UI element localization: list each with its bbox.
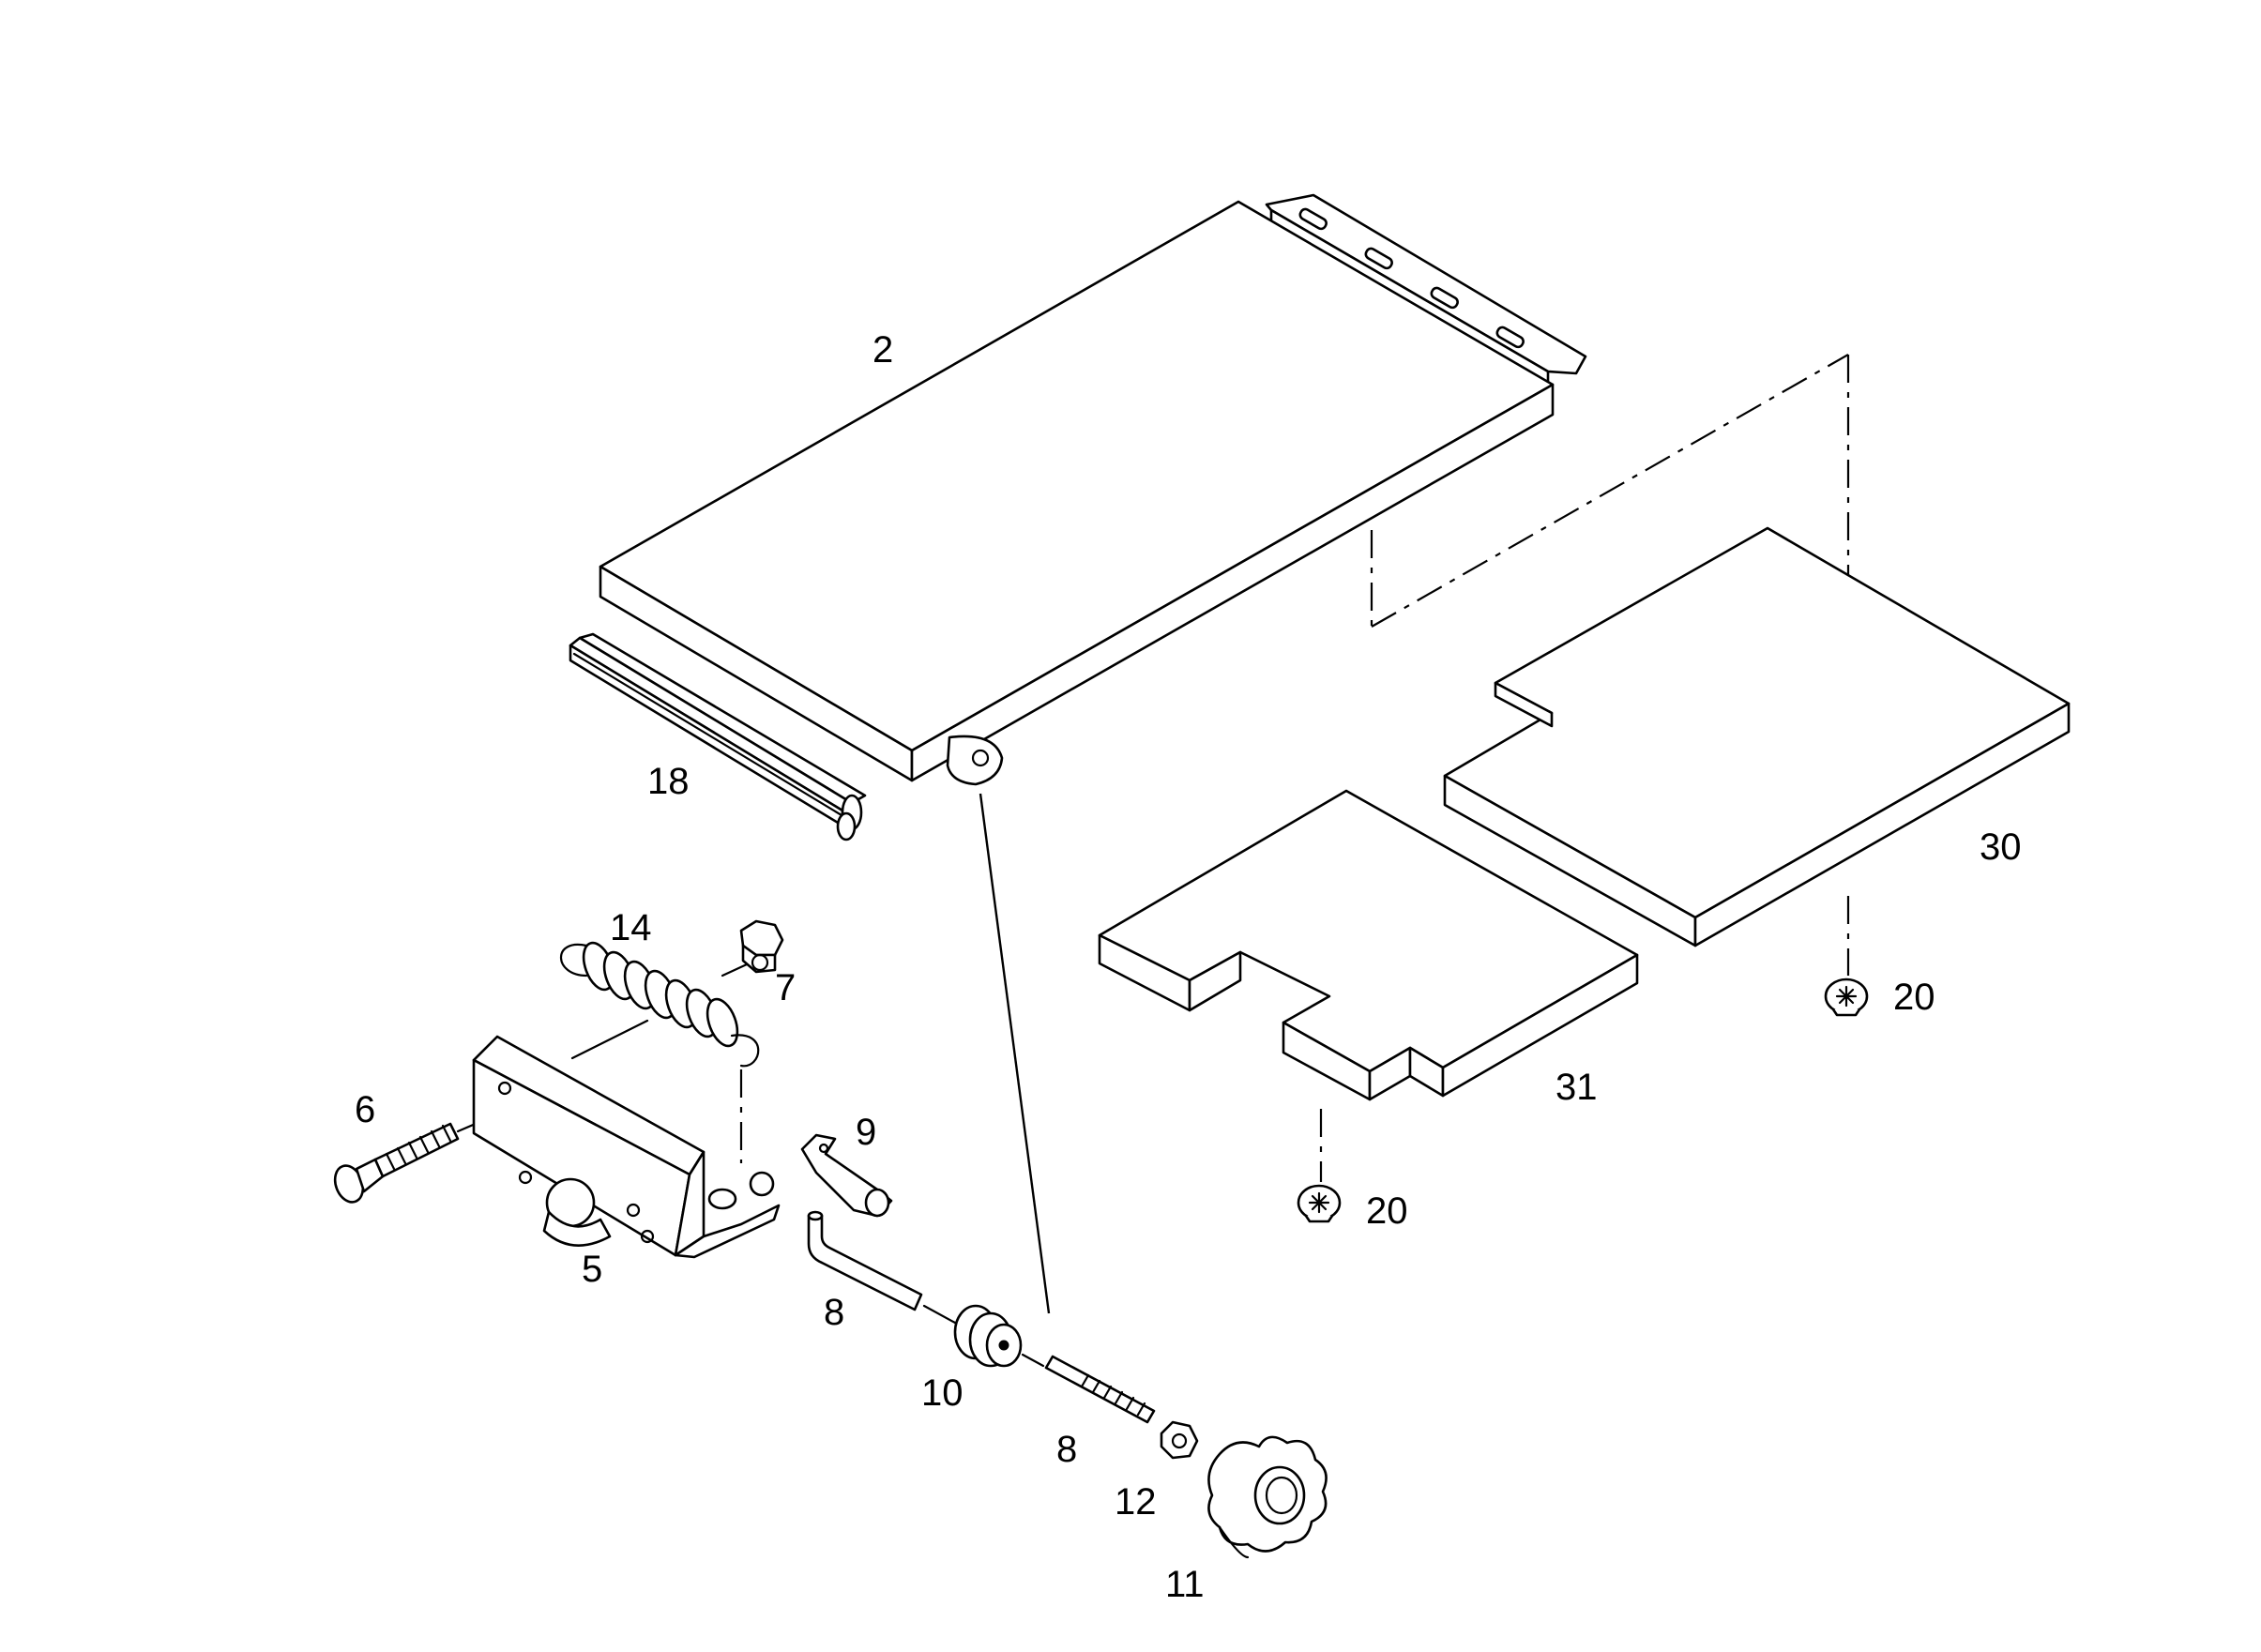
- part-11-star-knob: [1207, 1435, 1328, 1559]
- label-part-7: 7: [775, 967, 796, 1008]
- part-9-clamp: [800, 1133, 893, 1218]
- label-part-20-right: 20: [1893, 977, 1935, 1018]
- part-8-threaded-rod: [1044, 1355, 1156, 1424]
- part-14-spring: [560, 941, 760, 1163]
- label-part-6: 6: [355, 1089, 375, 1130]
- label-part-20-left: 20: [1366, 1190, 1408, 1232]
- part-5-hinge-block: [472, 1035, 781, 1259]
- label-part-8-threaded: 8: [1056, 1429, 1077, 1470]
- label-part-9: 9: [856, 1112, 876, 1153]
- label-part-8-bent: 8: [824, 1292, 844, 1333]
- part-7-nut: [721, 919, 784, 978]
- label-part-18: 18: [647, 761, 690, 802]
- part-8-bent-rod: [807, 1210, 957, 1325]
- label-part-31: 31: [1555, 1067, 1598, 1108]
- label-part-10: 10: [921, 1372, 964, 1414]
- part-31-notched-plate: [1098, 789, 1639, 1101]
- part-20-screw-right: [1824, 978, 1869, 1017]
- part-18-rail-strip: [569, 632, 867, 841]
- label-part-12: 12: [1115, 1481, 1157, 1523]
- leader-line-hinge: [979, 793, 1051, 1314]
- part-6-screw: [333, 1113, 499, 1204]
- label-part-30: 30: [1980, 826, 2022, 868]
- part-30-large-plate: [1443, 526, 2071, 947]
- label-part-2: 2: [873, 329, 893, 371]
- part-10-bushing: [953, 1304, 1045, 1368]
- part-20-screw-left: [1297, 1184, 1342, 1223]
- alignment-lines: [1319, 354, 1850, 1182]
- label-part-11: 11: [1165, 1564, 1205, 1605]
- label-part-14: 14: [610, 907, 652, 948]
- part-2-table-plate: [599, 193, 1587, 786]
- part-12-nut: [1160, 1420, 1199, 1460]
- label-part-5: 5: [582, 1249, 602, 1290]
